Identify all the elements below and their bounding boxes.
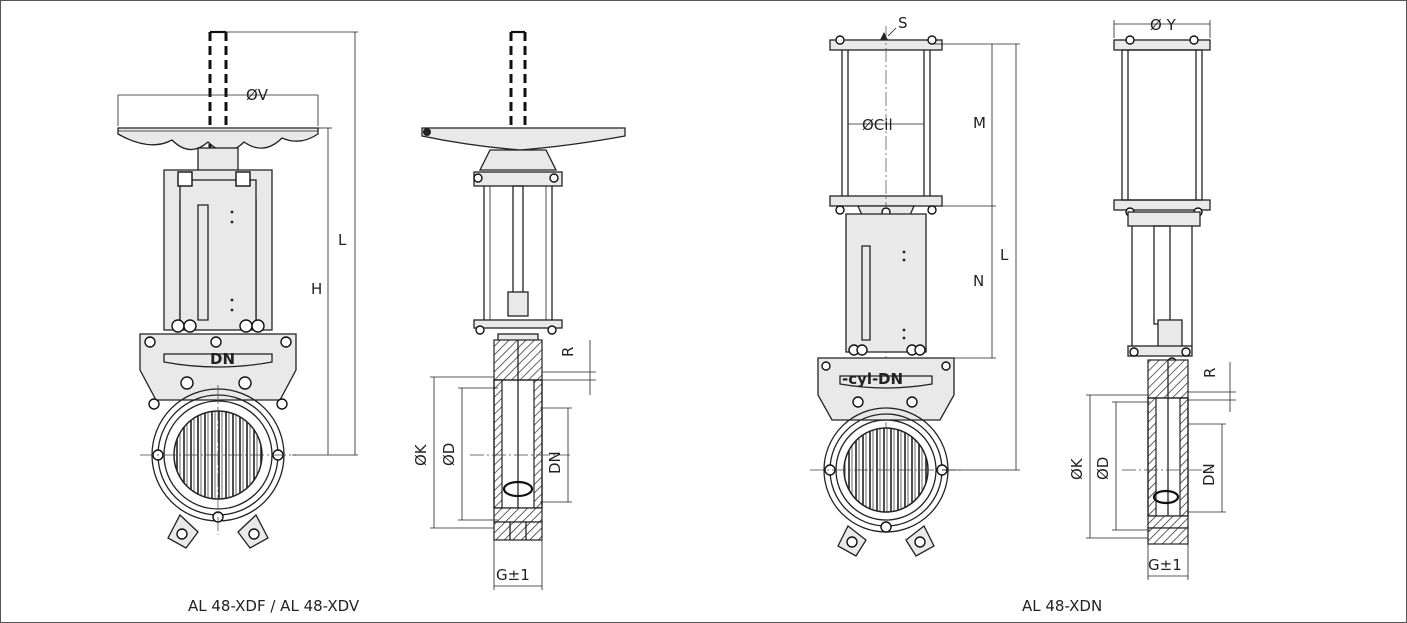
xdf-dim-d: ØD (440, 443, 458, 466)
xdn-dim-s: S (898, 14, 908, 32)
xdn-dim-n: N (973, 272, 984, 290)
xdf-dim-l: L (338, 231, 347, 249)
xdf-dim-dn: DN (546, 451, 564, 474)
caption-xdf: AL 48-XDF / AL 48-XDV (188, 597, 360, 615)
xdf-dim-h: H (311, 280, 322, 298)
xdn-dim-m: M (973, 114, 986, 132)
xdn-dim-cil: ØCil (862, 116, 893, 134)
xdn-dim-y: Ø Y (1150, 16, 1177, 34)
xdn-dim-d: ØD (1094, 457, 1112, 480)
xdf-dim-v: ØV (246, 86, 269, 104)
xdf-plate-label: DN (210, 350, 235, 368)
view-xdn-side: Ø Y ØK ØD DN R G±1 (1068, 16, 1236, 580)
caption-xdn: AL 48-XDN (1022, 597, 1102, 615)
xdn-dim-r: R (1201, 368, 1219, 378)
view-xdn-front: -cyl- DN M N L ØCil S (810, 14, 1020, 557)
xdn-plate-left: -cyl- (842, 370, 878, 388)
xdn-dim-k: ØK (1068, 457, 1086, 480)
view-xdf-side: ØK ØD DN R G±1 (412, 30, 626, 590)
xdf-dim-r: R (559, 347, 577, 357)
xdn-dim-g: G±1 (1148, 556, 1182, 574)
xdn-dim-dn: DN (1200, 463, 1218, 486)
view-xdf-front: DN ØV L H (117, 30, 358, 549)
xdf-dim-k: ØK (412, 443, 430, 466)
xdf-dim-g: G±1 (496, 566, 530, 584)
xdn-dim-l: L (1000, 246, 1009, 264)
xdn-plate-label: DN (878, 370, 903, 388)
